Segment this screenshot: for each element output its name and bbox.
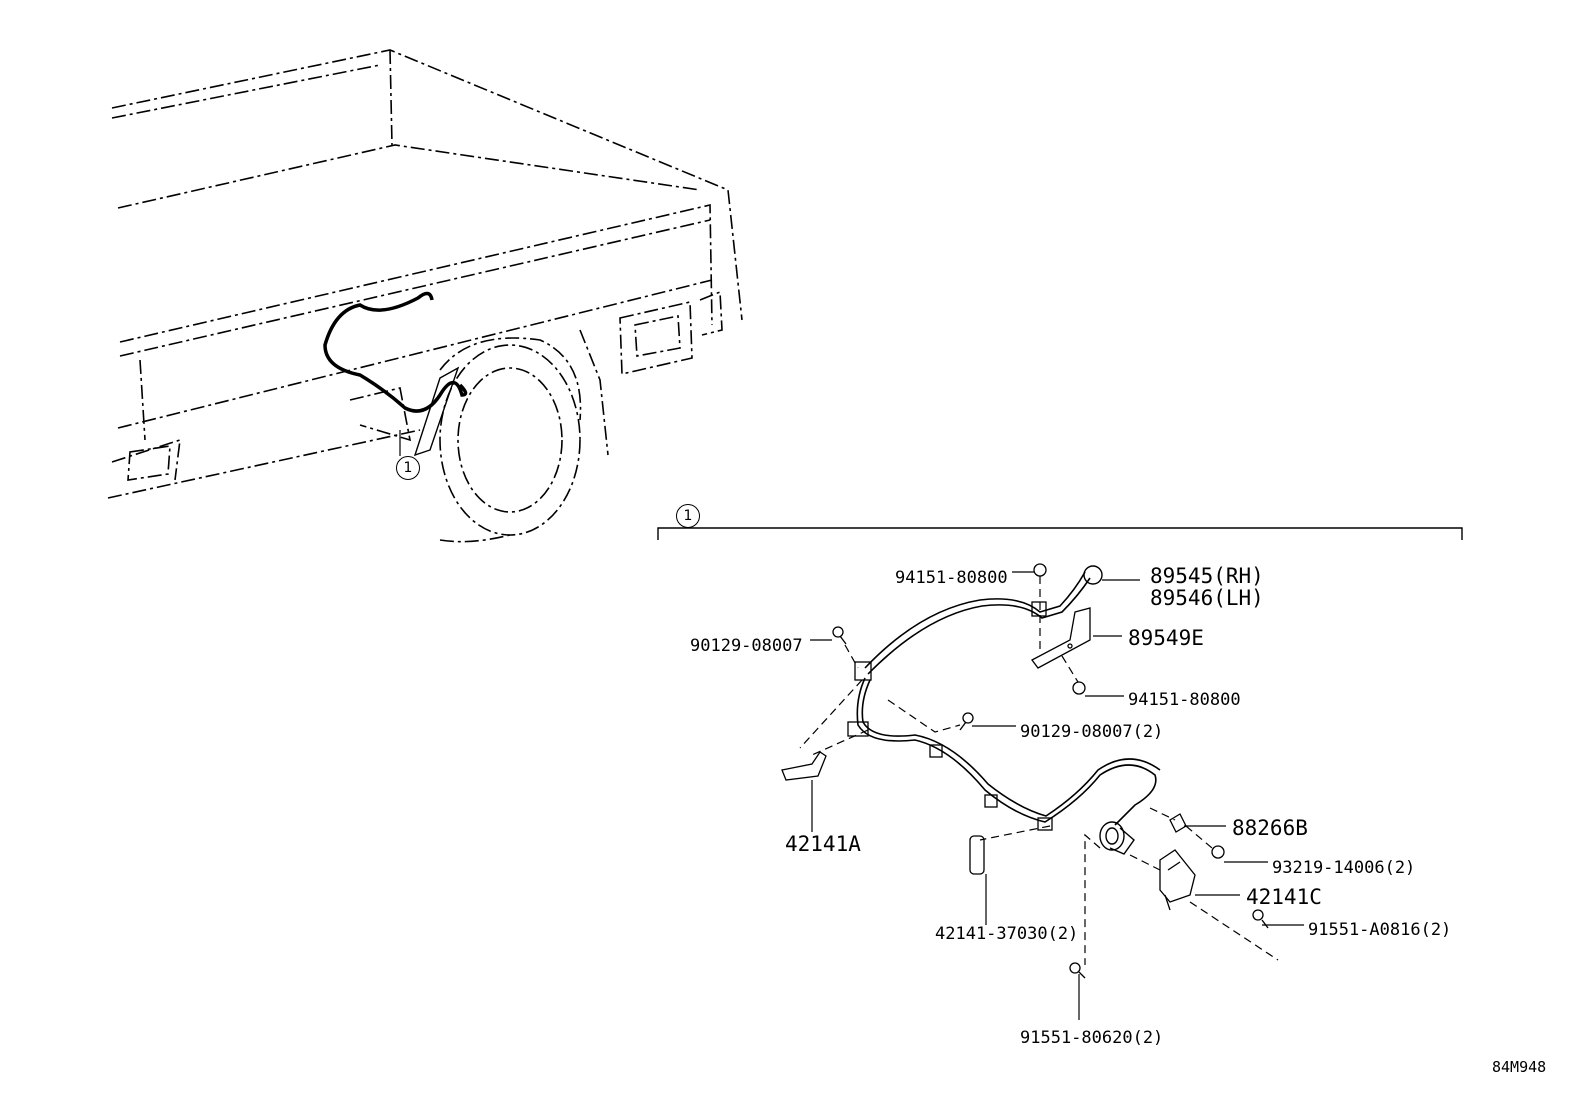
- callout-section-ref[interactable]: 1: [676, 504, 700, 528]
- plate-42141-37030: [969, 835, 985, 875]
- part-label-91551-80620[interactable]: 91551-80620(2): [1020, 1028, 1164, 1048]
- assembly-lines: [799, 576, 1279, 965]
- sensor-head: [1099, 821, 1135, 855]
- part-label-89546[interactable]: 89546(LH): [1150, 586, 1264, 610]
- part-label-90129-08007[interactable]: 90129-08007: [690, 636, 803, 656]
- part-label-91551-A0816[interactable]: 91551-A0816(2): [1308, 920, 1452, 940]
- rear-wheel: [439, 337, 582, 543]
- bracket-42141A: [781, 751, 827, 781]
- part-label-42141A[interactable]: 42141A: [785, 832, 861, 856]
- part-label-42141-37030[interactable]: 42141-37030(2): [935, 924, 1079, 944]
- part-label-89545[interactable]: 89545(RH): [1150, 564, 1264, 588]
- speed-sensor-wire: [847, 565, 1161, 831]
- callout-truck-ref[interactable]: 1: [396, 456, 420, 480]
- part-label-94151-80800-bottom[interactable]: 94151-80800: [1128, 690, 1241, 710]
- figure-code: 84M948: [1492, 1058, 1547, 1076]
- bracket-89549E: [1031, 607, 1091, 669]
- part-label-93219-14006[interactable]: 93219-14006(2): [1272, 858, 1416, 878]
- fasteners: [832, 563, 1269, 979]
- clamp-88266B: [1169, 813, 1187, 833]
- bracket-42141C: [1159, 849, 1196, 911]
- truck-bed-outline: [107, 49, 743, 499]
- leader-lines: [810, 571, 1304, 1020]
- part-label-90129-08007-2[interactable]: 90129-08007(2): [1020, 722, 1164, 742]
- part-label-88266B[interactable]: 88266B: [1232, 816, 1308, 840]
- part-label-89549E[interactable]: 89549E: [1128, 626, 1204, 650]
- section-bracket: [657, 527, 1463, 540]
- sensor-wire-on-truck: [323, 291, 468, 413]
- part-label-94151-80800-top[interactable]: 94151-80800: [895, 568, 1008, 588]
- part-label-42141C[interactable]: 42141C: [1246, 885, 1322, 909]
